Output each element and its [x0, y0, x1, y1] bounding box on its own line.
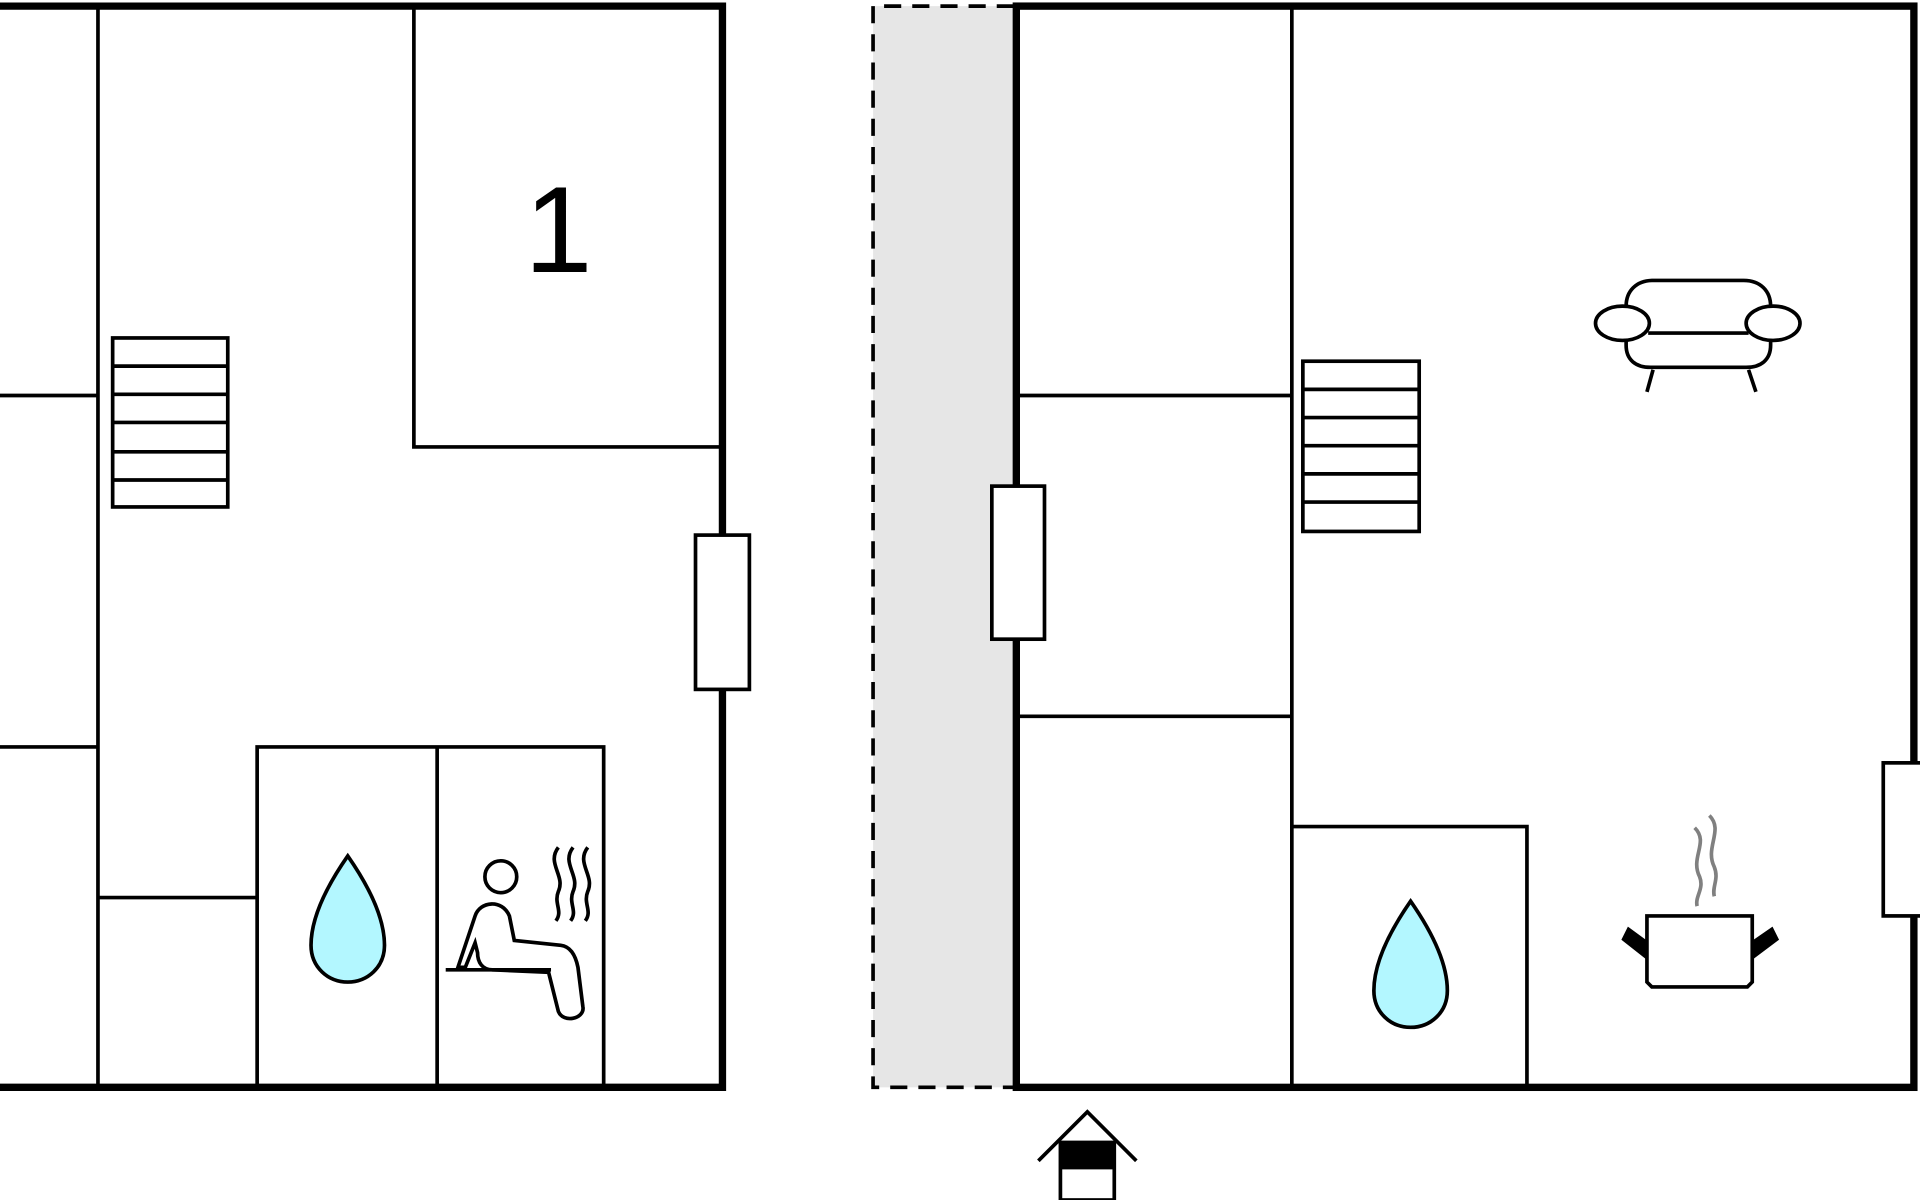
water-drop-icon — [1372, 898, 1450, 1030]
door-icon — [990, 484, 1047, 642]
sauna-icon — [445, 846, 592, 1021]
door-icon — [693, 533, 752, 692]
stairs-icon — [110, 336, 230, 509]
entrance-arrow-icon — [1037, 1109, 1138, 1200]
bedroom-1 — [412, 6, 723, 449]
door-icon — [1881, 761, 1920, 918]
right-floor — [990, 2, 1920, 1092]
sofa-icon — [1593, 278, 1802, 393]
water-drop-icon — [309, 852, 387, 984]
bathroom — [255, 745, 606, 1088]
terrace-outline — [871, 4, 1014, 1090]
stairs-icon — [1301, 359, 1422, 534]
outer-wall — [1012, 2, 1918, 1092]
bathroom — [1291, 824, 1529, 1088]
cooking-pot-icon — [1621, 814, 1780, 989]
room-label: 1 — [524, 161, 592, 298]
left-floor: 1 — [0, 2, 752, 1092]
